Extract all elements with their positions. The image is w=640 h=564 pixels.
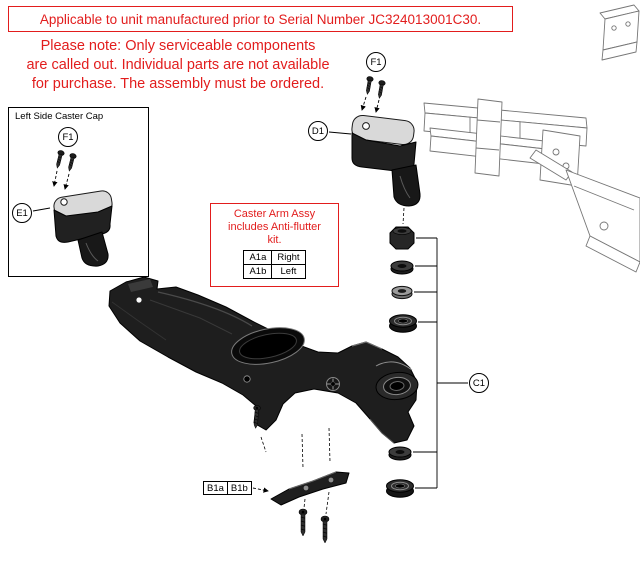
- note-line: includes Anti-flutter: [228, 221, 321, 233]
- callout-f1: F1: [366, 52, 386, 72]
- serial-applicability-notice: Applicable to unit manufactured prior to…: [8, 6, 513, 32]
- b1-leader-arrow: [252, 487, 269, 493]
- callout-b1a: B1a: [203, 481, 228, 495]
- right-caster-cap-part: [351, 114, 421, 207]
- part-side-cell: Right: [271, 250, 306, 265]
- part-ref-cell: A1b: [243, 264, 273, 279]
- service-note-line: are called out. Individual parts are not…: [26, 57, 330, 73]
- part-side-cell: Left: [271, 264, 306, 279]
- note-line: Caster Arm Assy: [233, 208, 316, 220]
- service-note-line: Please note: Only serviceable components: [40, 38, 316, 54]
- f1-screws-main: [360, 75, 386, 113]
- caster-arm-note-box: Caster Arm Assy includes Anti-flutter ki…: [210, 203, 339, 287]
- callout-d1: D1: [308, 121, 328, 141]
- service-note-line: for purchase. The assembly must be order…: [31, 76, 325, 92]
- d1-leader-line: [328, 131, 352, 135]
- callout-b1b: B1b: [226, 481, 252, 495]
- inset-title: Left Side Caster Cap: [15, 111, 104, 122]
- part-variant-table: A1a Right A1b Left: [243, 250, 306, 279]
- part-ref-cell: A1a: [243, 250, 273, 265]
- anti-flutter-screws: [298, 491, 330, 544]
- callout-f1-inset: F1: [58, 127, 78, 147]
- frame-wireframe: [423, 4, 640, 273]
- left-caster-cap-part: [53, 190, 113, 267]
- callout-b1-label: B1a B1b: [203, 481, 252, 495]
- c1-bracket-line: [413, 237, 468, 489]
- callout-c1: C1: [469, 373, 489, 393]
- f1-screws-inset: [52, 149, 78, 190]
- left-caster-cap-inset: Left Side Caster Cap: [8, 107, 149, 277]
- caster-arm-note-text: Caster Arm Assy includes Anti-flutter ki…: [211, 204, 338, 247]
- note-line: kit.: [267, 234, 282, 246]
- e1-leader-line: [32, 207, 51, 212]
- table-row: A1a Right: [243, 250, 306, 265]
- arm-mounting-screw: [251, 404, 267, 453]
- service-note: Please note: Only serviceable components…: [0, 37, 356, 94]
- anti-flutter-plate: [270, 427, 350, 506]
- caster-arm-part: [108, 276, 419, 444]
- pivot-hardware-stack: [386, 226, 417, 498]
- table-row: A1b Left: [243, 264, 306, 279]
- callout-e1: E1: [12, 203, 32, 223]
- cap-to-nut-line: [402, 207, 405, 225]
